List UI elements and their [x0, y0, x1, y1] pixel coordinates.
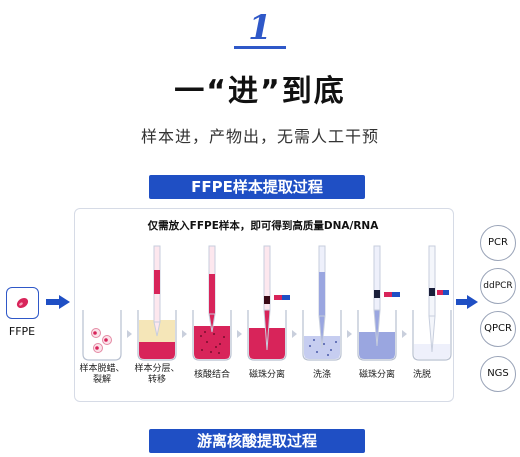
step-label-1: 样本脱蜡、裂解 [79, 364, 125, 385]
output-ngs: NGS [480, 356, 516, 392]
output-qpcr: QPCR [480, 311, 516, 347]
section-number: 1 [248, 8, 272, 48]
step-tube-6 [357, 245, 400, 361]
step-label-6: 磁珠分离 [358, 370, 395, 380]
headline: 一“进”到底 [174, 74, 346, 109]
panel-note: 仅需放入FFPE样本，即可得到高质量DNA/RNA [147, 220, 379, 232]
step-tube-2 [137, 245, 177, 361]
output-ddpcr: ddPCR [480, 268, 516, 304]
tagline: 样本进，产物出，无需人工干预 [140, 127, 379, 146]
process-illustration [82, 245, 452, 361]
number-underline [234, 46, 286, 49]
step-tube-7 [412, 245, 452, 361]
input-arrow-icon [46, 295, 70, 309]
step-tube-1 [82, 310, 122, 361]
step-label-7: 洗脱 [412, 370, 431, 380]
output-pcr: PCR [480, 225, 516, 261]
step-label-5: 洗涤 [312, 370, 331, 380]
output-arrow-icon [456, 295, 478, 309]
step-tube-4 [247, 245, 290, 361]
step-tube-3 [192, 245, 232, 361]
cfna-process-banner: 游离核酸提取过程 [149, 429, 365, 453]
ffpe-sample-icon [6, 287, 39, 319]
step-label-3: 核酸结合 [193, 370, 230, 380]
step-label-2: 样本分层、转移 [134, 364, 180, 385]
step-chevrons [127, 330, 407, 338]
step-label-4: 磁珠分离 [248, 370, 285, 380]
ffpe-label: FFPE [8, 325, 36, 338]
ffpe-process-banner: FFPE样本提取过程 [149, 175, 365, 199]
step-tube-5 [302, 245, 342, 361]
